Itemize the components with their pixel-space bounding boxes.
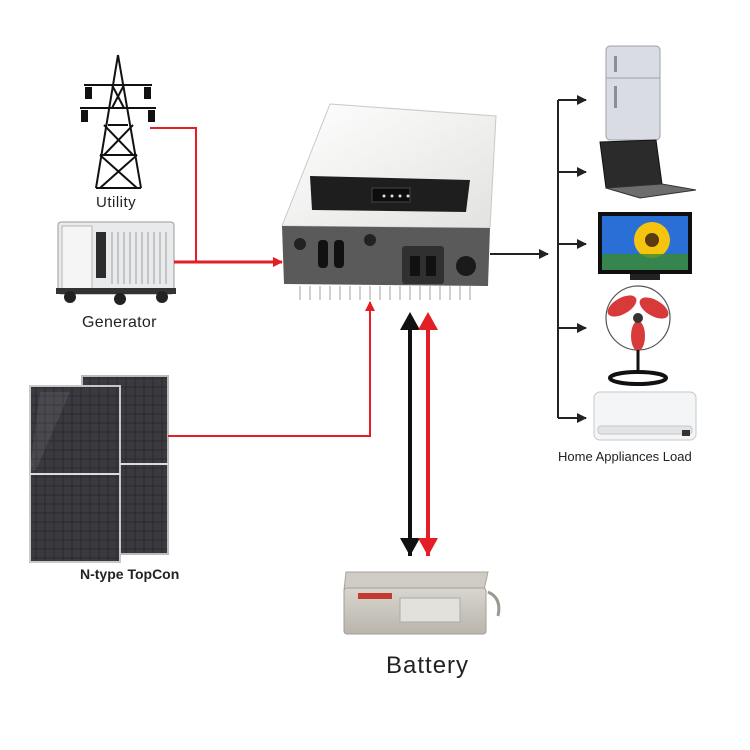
solar-panel-icon [29, 375, 169, 563]
hybrid-inverter-icon [281, 103, 497, 300]
ac-input-line [150, 127, 283, 267]
television-icon [598, 212, 692, 280]
generator-label: Generator [82, 314, 157, 331]
battery-icon [343, 571, 501, 635]
laptop-icon [599, 139, 697, 199]
load-distribution-lines [490, 95, 587, 423]
generator-icon [56, 221, 176, 305]
air-conditioner-icon [593, 391, 697, 441]
utility-label: Utility [96, 194, 137, 211]
refrigerator-icon [605, 45, 661, 141]
fan-icon [605, 285, 671, 386]
battery-discharge-arrowhead-up [400, 312, 420, 330]
battery-label: Battery [386, 652, 470, 679]
home-appliances-label: Home Appliances Load [558, 449, 692, 464]
battery-charge-arrowhead-down [418, 538, 438, 556]
panels-label: N-type TopCon [80, 566, 180, 582]
pv-input-line [168, 301, 375, 437]
battery-charge-arrowhead-up [418, 312, 438, 330]
transmission-tower-icon [80, 54, 156, 189]
battery-discharge-arrowhead-down [400, 538, 420, 556]
